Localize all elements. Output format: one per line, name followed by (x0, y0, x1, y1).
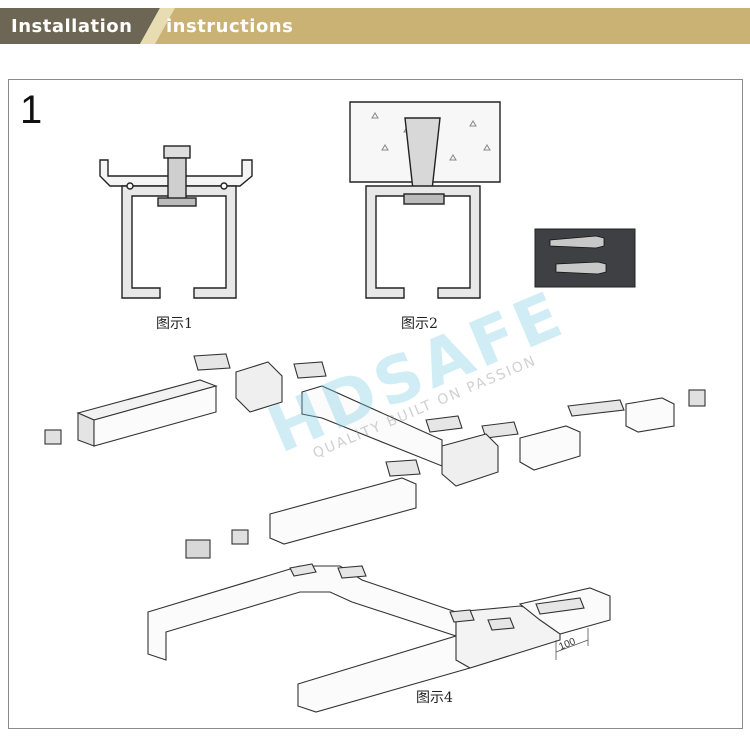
figure-2-caption: 图示2 (401, 316, 438, 332)
banner-title-right: instructions (166, 16, 294, 37)
figure-1-caption: 图示1 (156, 316, 193, 332)
banner-title-left: Installation (11, 16, 133, 37)
instruction-frame (8, 79, 743, 729)
step-number: 1 (20, 88, 43, 132)
figure-4-caption: 图示4 (416, 690, 453, 706)
banner-background (0, 8, 750, 44)
header-banner: Installation instructions (0, 8, 750, 44)
